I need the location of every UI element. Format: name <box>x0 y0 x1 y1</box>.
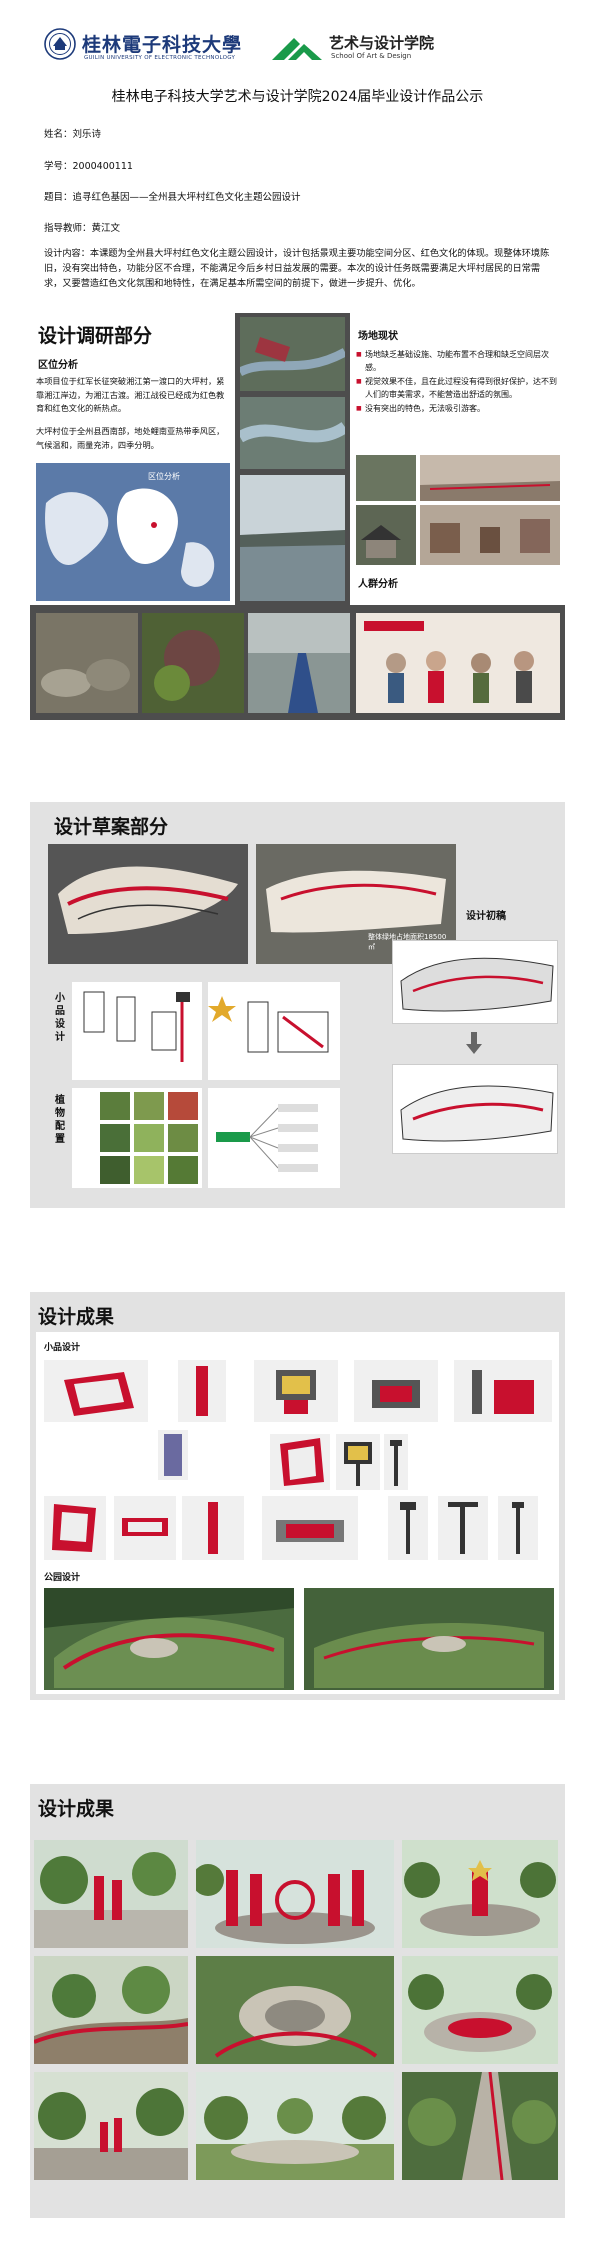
advisor: 指导教师：黄江文 <box>44 223 121 234</box>
crowd-analysis-image <box>356 613 560 713</box>
crowd-analysis-title: 人群分析 <box>358 579 398 590</box>
location-map: 区位分析 <box>36 463 230 601</box>
location-text-1: 本项目位于红军长征突破湘江第一渡口的大坪村，紧靠湘江岸边，为湘江古渡。湘江战役已… <box>36 376 225 413</box>
small-design-label: 小品设计 <box>55 993 65 1043</box>
product-render <box>336 1434 380 1490</box>
render-entrance <box>34 1840 188 1948</box>
render-fountain <box>402 1956 558 2064</box>
research-title: 设计调研部分 <box>38 325 153 347</box>
site-photo-street <box>420 505 560 565</box>
site-photo-path <box>248 613 350 713</box>
site-photo-vegetation <box>142 613 244 713</box>
sketch-title: 设计草案部分 <box>54 816 169 838</box>
park-aerial-render-2 <box>304 1588 554 1690</box>
initial-draft-label: 设计初稿 <box>466 911 506 922</box>
result-panel-1: 设计成果 小品设计 <box>30 1292 565 1700</box>
location-analysis-title: 区位分析 <box>38 360 78 371</box>
product-render <box>254 1360 338 1422</box>
small-design-title: 小品设计 <box>44 1343 81 1353</box>
site-status-item: 没有突出的特色，无法吸引游客。 <box>356 403 558 416</box>
site-status-title: 场地现状 <box>358 331 398 342</box>
aerial-photo-2 <box>240 397 345 469</box>
product-render <box>354 1360 438 1422</box>
site-status-item: 场地缺乏基础设施、功能布置不合理和缺乏空间层次感。 <box>356 349 558 374</box>
product-render <box>158 1430 188 1480</box>
student-id: 学号：2000400111 <box>44 161 133 172</box>
product-render <box>454 1360 552 1422</box>
product-render <box>262 1496 358 1560</box>
render-monument <box>402 1840 558 1948</box>
product-render <box>438 1496 488 1560</box>
university-emblem-icon <box>44 28 76 60</box>
product-render <box>44 1496 106 1560</box>
plant-palette <box>72 1088 202 1188</box>
site-photo-rocks <box>36 613 138 713</box>
location-map-graphic <box>45 488 215 587</box>
college-name-en: School Of Art & Design <box>331 52 412 60</box>
page-title: 桂林电子科技大学艺术与设计学院2024届毕业设计作品公示 <box>111 89 484 105</box>
area-note: 整体绿地占地面积18500㎡ <box>368 933 447 951</box>
site-photo-panorama <box>420 455 560 501</box>
initial-draft-1 <box>392 940 558 1024</box>
site-photo-village <box>356 505 416 565</box>
park-design-title: 公园设计 <box>44 1573 81 1583</box>
design-description: 设计内容：本课题为全州县大坪村红色文化主题公园设计，设计包括景观主要功能空间分区… <box>44 248 550 289</box>
college-name: 艺术与设计学院 <box>329 34 435 52</box>
product-render <box>384 1434 408 1490</box>
render-walkway <box>34 2072 188 2180</box>
student-name: 姓名：刘乐诗 <box>44 129 102 140</box>
map-caption: 区位分析 <box>148 472 180 481</box>
page-header: 桂林電子科技大學 GUILIN UNIVERSITY OF ELECTRONIC… <box>0 0 595 82</box>
lamp-sketches <box>72 982 202 1080</box>
product-render <box>178 1360 226 1422</box>
initial-draft-2 <box>392 1064 558 1154</box>
result-panel-2: 设计成果 <box>30 1784 565 2218</box>
site-status-list: 场地缺乏基础设施、功能布置不合理和缺乏空间层次感。 视觉效果不佳，且在此过程没有… <box>356 349 558 418</box>
render-park-overview <box>196 2072 394 2180</box>
result-title-1: 设计成果 <box>38 1306 115 1328</box>
research-panel: 设计调研部分 区位分析 本项目位于红军长征突破湘江第一渡口的大坪村，紧靠湘江岸边… <box>30 313 565 720</box>
university-name-en: GUILIN UNIVERSITY OF ELECTRONIC TECHNOLO… <box>84 55 236 61</box>
plant-mindmap <box>208 1088 340 1188</box>
product-render <box>498 1496 538 1560</box>
result-title-2: 设计成果 <box>38 1798 115 1820</box>
render-aerial-plaza <box>196 1956 394 2064</box>
product-render <box>182 1496 244 1560</box>
product-render <box>270 1434 330 1490</box>
product-render <box>114 1496 176 1560</box>
site-status-item: 视觉效果不佳，且在此过程没有得到很好保护，达不到人们的审美需求，不能营造出舒适的… <box>356 376 558 401</box>
arrow-down-icon <box>466 1032 482 1054</box>
university-name: 桂林電子科技大學 <box>82 34 243 56</box>
render-path <box>34 1956 188 2064</box>
render-riverside <box>402 2072 558 2180</box>
project-topic: 题目：追寻红色基因——全州县大坪村红色文化主题公园设计 <box>44 192 301 203</box>
river-photo <box>240 475 345 601</box>
location-text-2: 大坪村位于全州县西南部，地处鲤南亚热带季风区，气候温和，雨量充沛，四季分明。 <box>36 426 225 450</box>
park-aerial-render-1 <box>44 1588 294 1690</box>
sculpture-sketches <box>208 982 340 1080</box>
product-render <box>388 1496 428 1560</box>
plant-config-label: 植物配置 <box>55 1095 65 1145</box>
aerial-photo-1 <box>240 317 345 391</box>
render-plaza <box>196 1840 394 1948</box>
college-logo-icon <box>272 38 322 60</box>
site-photo <box>356 455 416 501</box>
product-render <box>44 1360 148 1422</box>
sketch-plan-1 <box>48 844 248 964</box>
sketch-panel: 设计草案部分 整体绿地占地面积18500㎡ 设计初稿 小品设计 植物配置 <box>30 802 565 1208</box>
